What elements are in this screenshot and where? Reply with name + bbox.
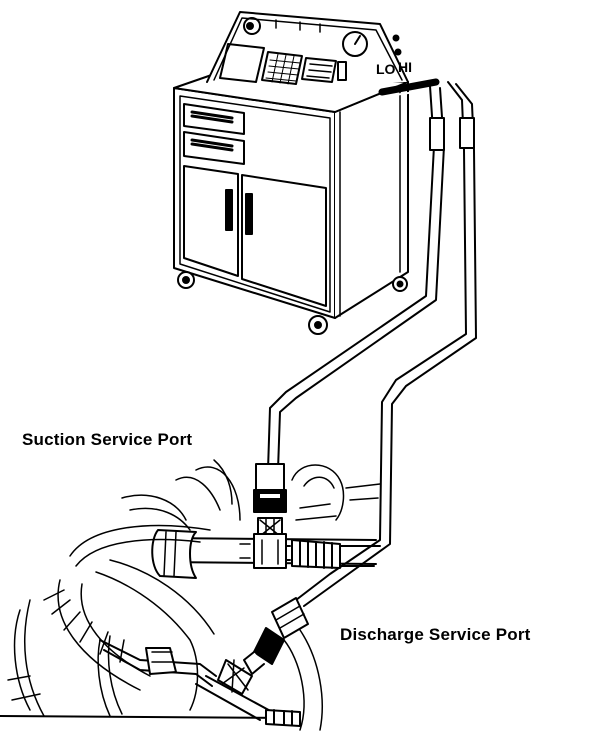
left-door-handle: [225, 189, 233, 231]
upper-drawer-handle: [190, 110, 234, 124]
hoses: [267, 81, 477, 607]
lo-connector: [378, 78, 440, 96]
right-door: [241, 174, 327, 307]
hi-label: HI: [398, 59, 412, 75]
suction-line-assembly: [151, 529, 381, 579]
keypad: [261, 51, 303, 85]
lo-label: LO: [376, 61, 396, 77]
discharge-line-assembly: [99, 639, 301, 727]
lower-drawer-handle: [190, 138, 234, 152]
service-station-cart: [173, 11, 443, 335]
lo-hose-coupler: [429, 117, 445, 151]
suction-port-coupler: [253, 463, 287, 539]
right-door-handle: [245, 193, 253, 235]
upper-drawer: [183, 103, 245, 135]
control-panel: [206, 11, 409, 83]
gauge-right: [342, 31, 368, 57]
left-door: [183, 165, 239, 277]
hi-hose-coupler: [459, 117, 475, 149]
switch: [337, 61, 347, 81]
lower-drawer: [183, 131, 245, 165]
engine-bay: [0, 459, 381, 731]
display-screen: [219, 43, 265, 83]
discharge-port-coupler: [217, 597, 309, 695]
gauge-left: [243, 17, 261, 35]
discharge-service-port-label: Discharge Service Port: [340, 625, 531, 644]
suction-service-port-label: Suction Service Port: [22, 430, 193, 449]
secondary-panel: [301, 57, 337, 83]
